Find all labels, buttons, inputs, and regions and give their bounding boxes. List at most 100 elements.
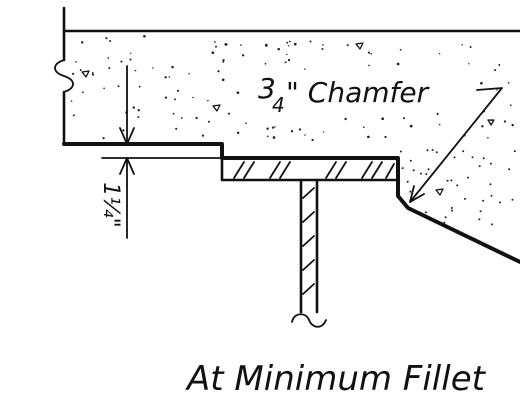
stipple-dot <box>367 135 370 139</box>
stipple-dot <box>103 87 105 90</box>
stipple-dot <box>461 43 463 46</box>
stipple-dot <box>425 173 428 176</box>
stipple-dot <box>498 64 501 66</box>
stipple-dot <box>496 89 498 91</box>
stipple-dot <box>489 162 492 165</box>
stipple-dot <box>450 207 453 209</box>
stipple-dot <box>431 149 434 151</box>
stipple-dot <box>171 65 174 69</box>
stipple-dot <box>489 183 492 186</box>
stipple-dot <box>215 45 217 48</box>
stipple-dot <box>264 43 268 47</box>
stipple-dot <box>451 209 454 212</box>
stipple-dot <box>368 64 370 67</box>
stipple-dot <box>511 123 514 127</box>
stipple-dot <box>122 129 125 132</box>
stipple-dot <box>188 72 190 75</box>
stipple-dot <box>478 165 481 168</box>
stipple-dot <box>462 150 465 153</box>
stipple-dot <box>401 167 404 170</box>
stipple-dot <box>304 134 306 136</box>
stipple-dot <box>508 168 511 171</box>
stipple-dot <box>396 62 400 66</box>
stipple-dot <box>427 168 430 171</box>
stipple-dot <box>217 70 220 73</box>
stipple-dot <box>117 85 120 88</box>
stipple-dot <box>346 44 349 47</box>
stipple-dot <box>236 131 240 135</box>
stipple-dot <box>143 35 146 38</box>
stipple-dot <box>138 85 141 88</box>
stipple-dot <box>207 120 211 123</box>
chamfer-text: " Chamfer <box>286 76 430 109</box>
stipple-dot <box>412 169 415 172</box>
stipple-dot <box>284 61 287 64</box>
stipple-dot <box>468 63 470 65</box>
stipple-dot <box>137 109 140 112</box>
stipple-dot <box>370 52 373 55</box>
stipple-dot <box>494 69 497 72</box>
stipple-dot <box>227 112 231 115</box>
stipple-dot <box>134 69 137 72</box>
stipple-dot <box>298 128 302 131</box>
stipple-dot <box>71 72 75 75</box>
stipple-dot <box>245 122 247 125</box>
stipple-dot <box>479 210 482 213</box>
stipple-dot <box>222 61 225 63</box>
stipple-dot <box>487 137 489 139</box>
stipple-dot <box>309 40 312 43</box>
break-symbol <box>54 59 74 93</box>
stipple-dot <box>490 194 493 197</box>
stipple-dot <box>266 135 269 138</box>
stipple-dot <box>211 51 215 55</box>
stipple-dot <box>322 44 324 46</box>
stipple-dot <box>195 116 198 120</box>
stipple-dot <box>482 157 485 160</box>
stipple-dot <box>436 112 439 116</box>
stipple-dot <box>82 91 84 94</box>
drawing-caption: At Minimum Fillet <box>185 359 487 399</box>
web-break-symbol <box>291 313 327 328</box>
stipple-dot <box>446 179 449 182</box>
stipple-dot <box>443 221 446 224</box>
stipple-dot <box>207 99 209 102</box>
stipple-dot <box>464 197 466 200</box>
stipple-dot <box>164 96 168 99</box>
stipple-dot <box>311 138 314 142</box>
stipple-dot <box>226 43 228 46</box>
stipple-dot <box>164 76 167 79</box>
aggregate-marks <box>81 42 495 196</box>
stipple-dot <box>287 58 291 62</box>
stipple-dot <box>444 216 447 219</box>
chamfer-fraction-numerator: 3 <box>258 72 276 105</box>
stipple-dot <box>480 81 483 85</box>
stipple-dot <box>362 126 365 129</box>
stipple-dot <box>172 112 175 115</box>
concrete-stipple <box>70 35 516 226</box>
stipple-dot <box>471 156 474 159</box>
stipple-dot <box>456 184 459 187</box>
stipple-dot <box>450 179 453 182</box>
vertical-dimension <box>119 65 135 239</box>
stipple-dot <box>107 57 110 59</box>
stipple-dot <box>402 117 406 120</box>
stipple-dot <box>109 40 112 42</box>
stipple-dot <box>409 159 412 162</box>
stipple-dot <box>424 211 427 214</box>
stipple-dot <box>120 60 123 63</box>
stipple-dot <box>399 48 402 51</box>
stipple-dot <box>221 78 225 82</box>
stipple-dot <box>481 125 484 128</box>
stipple-dot <box>105 37 108 40</box>
stipple-dot <box>435 151 438 154</box>
stipple-dot <box>241 54 245 57</box>
stipple-dot <box>409 124 413 128</box>
stipple-dot <box>384 135 387 139</box>
stipple-dot <box>478 218 481 221</box>
stipple-dot <box>513 150 516 153</box>
stipple-dot <box>290 130 294 133</box>
stipple-dot <box>482 199 485 202</box>
stipple-dot <box>176 89 180 92</box>
